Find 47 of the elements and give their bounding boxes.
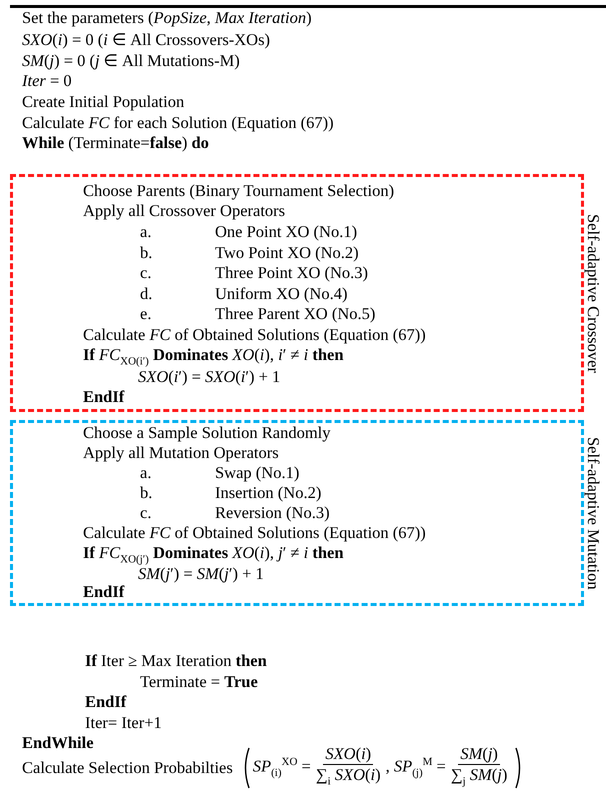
list-marker: c. [140, 263, 152, 283]
algorithm-line: Apply all Crossover Operators [83, 201, 286, 221]
algorithm-line: Calculate FC of Obtained Solutions (Equation (67)) [83, 325, 426, 345]
algorithm-line: Iter = 0 [22, 71, 72, 91]
algorithm-line: Uniform XO (No.4) [215, 284, 348, 304]
list-marker: d. [140, 284, 152, 304]
list-marker: c. [140, 503, 152, 523]
formula-line: SXO(i′) = SXO(i′) + 1 [138, 367, 280, 387]
side-label: Self-adaptive Mutation [583, 436, 603, 590]
algorithm-line: Calculate FC of Obtained Solutions (Equation (67)) [83, 523, 426, 543]
algorithm-line: While (Terminate=false) do [22, 133, 209, 153]
denominator: ∑$_{j}$ SM(j) [450, 765, 508, 790]
algorithm-line: Three Parent XO (No.5) [215, 304, 376, 324]
algorithm-line: Choose Parents (Binary Tournament Selection) [83, 181, 394, 201]
algorithm-line: Create Initial Population [22, 92, 184, 112]
list-marker: a. [140, 463, 152, 483]
formula-term: SP$_{(i)}$$^{XO}$ = [252, 756, 311, 780]
side-label: Self-adaptive Crossover [583, 214, 603, 372]
list-marker: a. [140, 222, 152, 242]
algorithm-line: Calculate FC for each Solution (Equation (67)) [22, 113, 334, 133]
algorithm-line: SXO(i) = 0 (i ∈ All Crossovers-XOs) [22, 30, 270, 50]
list-marker: e. [140, 304, 152, 324]
algorithm-line: Three Point XO (No.3) [215, 263, 368, 283]
algorithm-line: SM(j) = 0 (j ∈ All Mutations-M) [22, 51, 240, 71]
algorithm-line: Reversion (No.3) [215, 503, 330, 523]
algorithm-line: Iter= Iter+1 [85, 713, 162, 733]
algorithm-line: Apply all Mutation Operators [83, 443, 279, 463]
algorithm-line: EndWhile [22, 733, 94, 753]
list-marker: b. [140, 243, 152, 263]
algorithm-line: Choose a Sample Solution Randomly [83, 423, 330, 443]
algorithm-line: Two Point XO (No.2) [215, 243, 359, 263]
formula-term: , SP$_{(j)}$$^{M}$ = [386, 756, 446, 780]
denominator: ∑$_{i}$ SXO(i) [314, 765, 382, 790]
numerator: SM(j) [458, 744, 500, 765]
algorithm-line: Terminate = True [140, 672, 258, 692]
algorithm-line: If FC$_{XO(i′)}$ Dominates XO(i), i′ ≠ i then [83, 345, 344, 370]
algorithm-line: EndIf [83, 582, 124, 602]
algorithm-line: One Point XO (No.1) [215, 222, 358, 242]
numerator: SXO(i) [323, 744, 374, 765]
algorithm-line: Insertion (No.2) [215, 483, 322, 503]
algorithm-line: EndIf [85, 692, 126, 712]
algorithm-line: EndIf [83, 387, 124, 407]
algorithm-line: If Iter ≥ Max Iteration then [85, 651, 267, 671]
algorithm-line: Swap (No.1) [215, 463, 300, 483]
algorithm-line: Calculate Selection Probabilties [22, 758, 233, 778]
list-marker: b. [140, 483, 152, 503]
algorithm-line: Set the parameters (PopSize, Max Iteration) [22, 8, 312, 28]
